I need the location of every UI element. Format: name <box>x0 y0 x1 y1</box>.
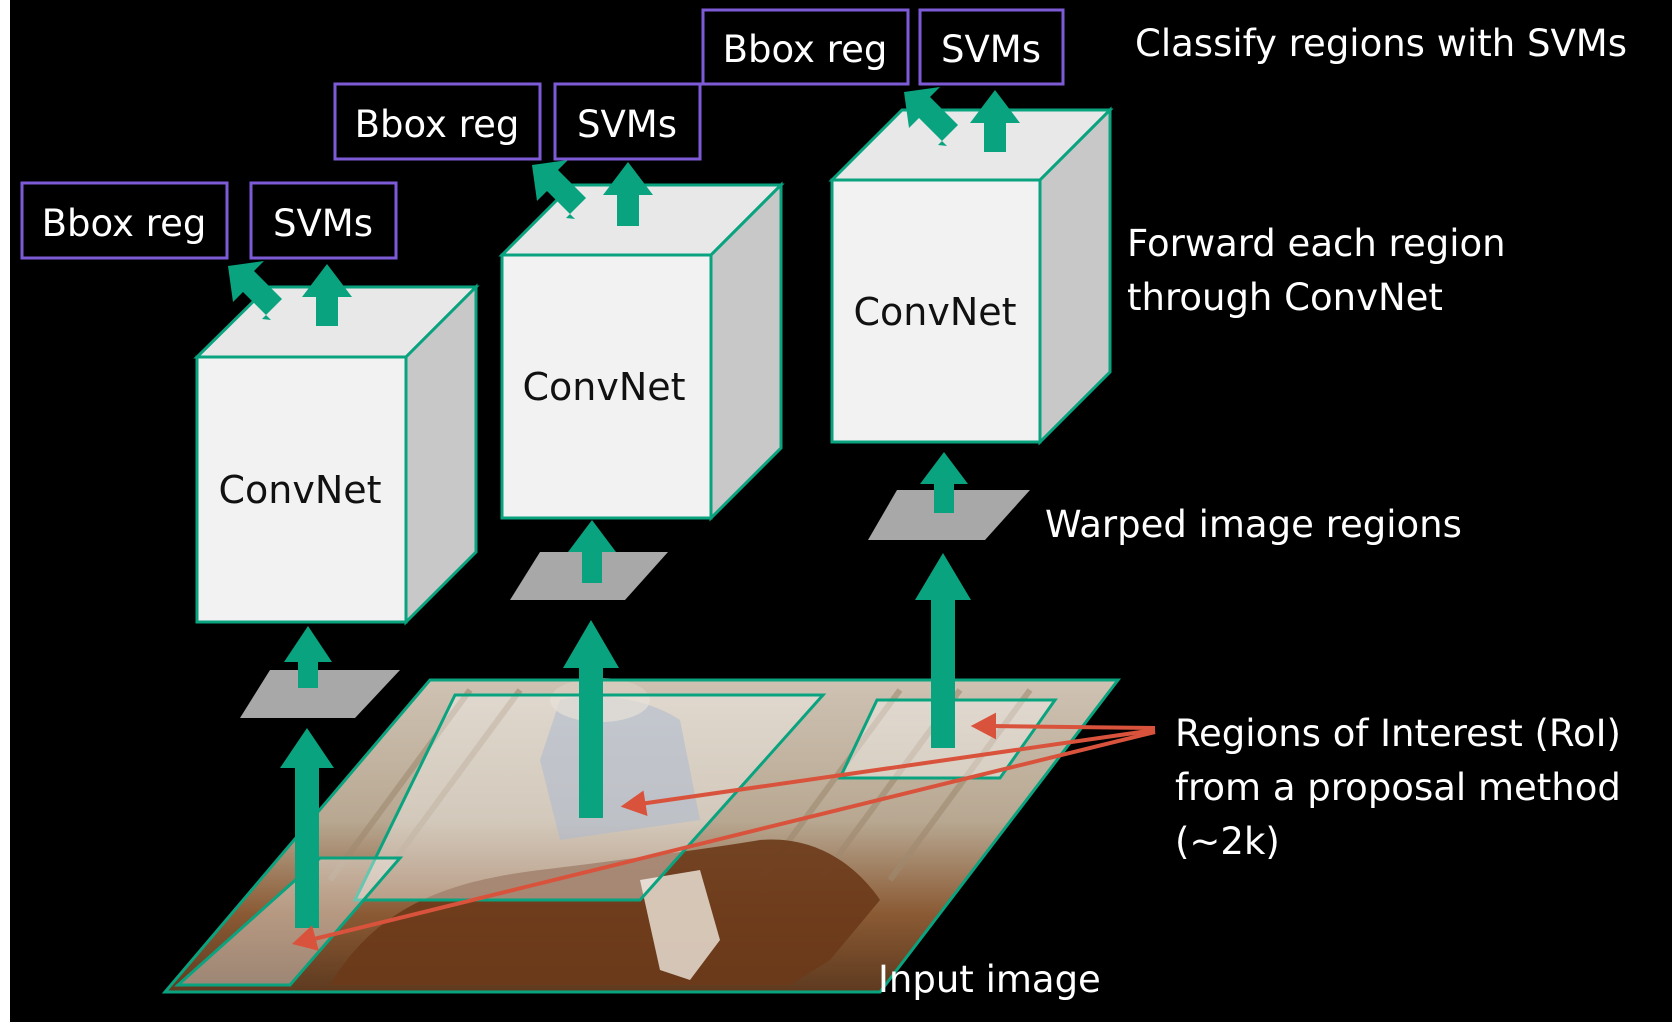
convnet-label-3: ConvNet <box>853 290 1016 334</box>
svms-box-2 <box>553 82 702 161</box>
long-arrow-3 <box>915 553 971 748</box>
bbox-reg-box-1 <box>20 181 229 260</box>
roi-region-1 <box>174 856 404 987</box>
warped-region-1 <box>240 670 400 718</box>
convnet-label-2: ConvNet <box>522 365 685 409</box>
forward-label-line1: Forward each region <box>1127 222 1506 265</box>
bbox-arrow-1 <box>228 261 282 320</box>
bbox-arrow-2 <box>532 160 586 219</box>
long-arrow-1 <box>280 728 334 928</box>
long-arrow-2 <box>563 620 619 818</box>
warped-label: Warped image regions <box>1045 503 1462 546</box>
svms-box-3 <box>918 8 1065 86</box>
short-arrow-3 <box>920 452 968 513</box>
convnet-label-1: ConvNet <box>218 468 381 512</box>
warped-region-3 <box>868 490 1030 540</box>
convnet-cube-3: ConvNet <box>828 106 1114 446</box>
svms-label-1: SVMs <box>273 202 373 245</box>
bbox-reg-label-2: Bbox reg <box>355 103 520 146</box>
svm-arrow-3 <box>970 90 1020 152</box>
input-image-border <box>161 678 1122 994</box>
svms-label-2: SVMs <box>577 103 677 146</box>
svm-arrow-1 <box>302 264 352 326</box>
convnet-cube-2: ConvNet <box>498 181 785 522</box>
bbox-reg-box-3 <box>701 8 910 86</box>
bbox-reg-box-2 <box>333 82 542 161</box>
svm-arrow-2 <box>603 162 653 226</box>
convnet-cube-1: ConvNet <box>193 283 480 626</box>
roi-label-line1: Regions of Interest (RoI) <box>1175 712 1621 755</box>
short-arrow-2 <box>568 520 616 583</box>
svms-box-1 <box>249 181 398 260</box>
input-image-label: Input image <box>878 958 1101 1001</box>
bbox-reg-label-3: Bbox reg <box>723 28 888 71</box>
bbox-arrow-3 <box>904 87 958 146</box>
roi-label-line2: from a proposal method <box>1175 766 1621 809</box>
short-arrow-1 <box>284 626 332 688</box>
roi-label-line3: (~2k) <box>1175 820 1280 863</box>
classify-label: Classify regions with SVMs <box>1135 22 1627 65</box>
roi-pointers <box>291 712 1156 951</box>
forward-label-line2: through ConvNet <box>1127 276 1443 319</box>
svms-label-3: SVMs <box>941 28 1041 71</box>
bbox-reg-label-1: Bbox reg <box>42 202 207 245</box>
